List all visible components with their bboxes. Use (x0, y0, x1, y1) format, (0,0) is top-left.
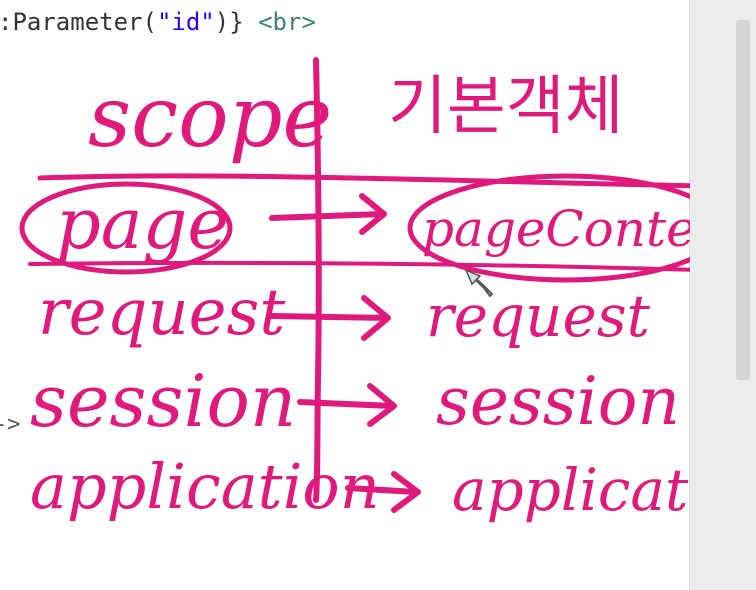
row-left-session: session (30, 359, 296, 443)
row-right-request: request (426, 282, 651, 350)
row-left-application: application (30, 450, 380, 523)
row-right-pagecontext: pageContext (422, 200, 690, 258)
row-right-session: session (436, 363, 680, 440)
scrollbar-thumb[interactable] (736, 20, 750, 380)
arrow-request (272, 298, 388, 338)
heading-scope: scope (88, 68, 332, 166)
pen-cursor-icon (462, 266, 496, 300)
arrow-page (272, 196, 384, 232)
row-right-application: application (452, 456, 690, 524)
heading-basic-object: 기본객체 (388, 70, 624, 144)
vertical-scrollbar[interactable] (689, 0, 756, 590)
row-left-request: request (38, 276, 285, 350)
row-left-page: page (56, 183, 229, 265)
handwritten-annotation: scope 기본객체 page pageContext request requ… (0, 0, 690, 590)
arrow-session (300, 386, 394, 424)
